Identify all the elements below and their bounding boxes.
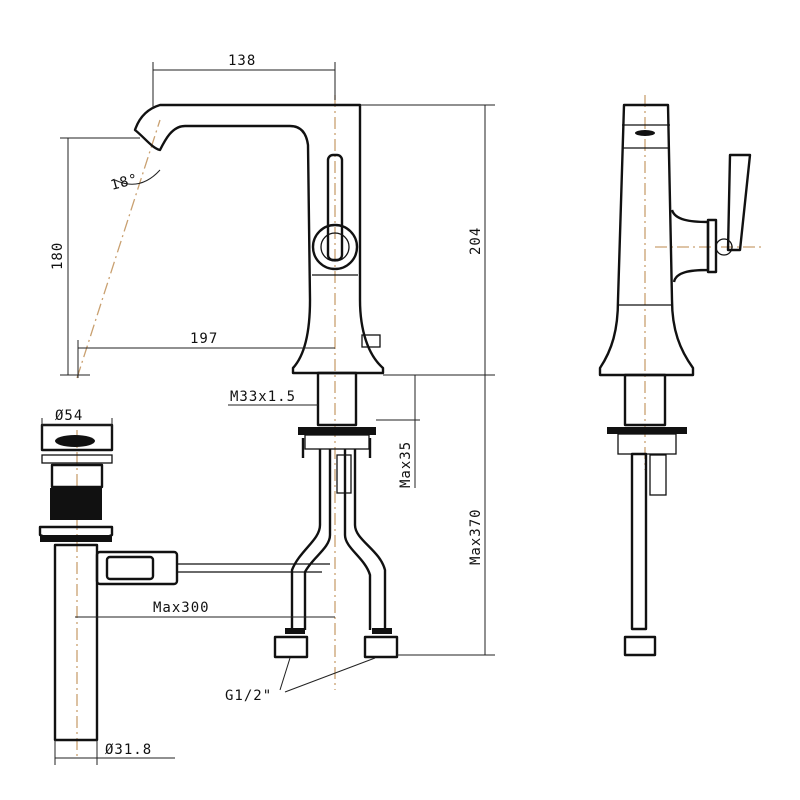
dim-max370: Max370 xyxy=(468,508,484,565)
dim-180: 180 xyxy=(50,242,66,270)
dimension-lines xyxy=(41,62,495,765)
dim-max35: Max35 xyxy=(398,441,414,488)
dim-max300: Max300 xyxy=(153,600,210,616)
dim-connection: G1/2" xyxy=(225,688,272,704)
drain-assembly xyxy=(38,423,330,742)
side-view-faucet xyxy=(598,103,752,657)
dim-diameter-31-8: Ø31.8 xyxy=(105,742,152,758)
dim-204: 204 xyxy=(468,227,484,255)
dim-diameter-54: Ø54 xyxy=(55,408,83,424)
centerlines xyxy=(76,95,765,760)
dimension-labels: 138 18° 180 204 197 M33x1.5 Max35 Max370… xyxy=(50,53,484,758)
dim-angle-18: 18° xyxy=(109,171,140,194)
dim-thread: M33x1.5 xyxy=(230,389,296,405)
dim-197: 197 xyxy=(190,331,218,347)
front-view-faucet xyxy=(133,103,399,659)
dim-138: 138 xyxy=(228,53,256,69)
